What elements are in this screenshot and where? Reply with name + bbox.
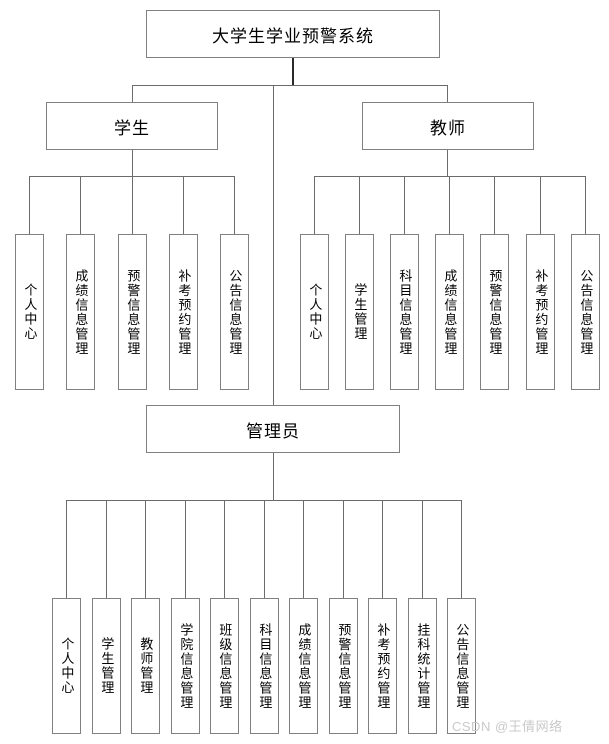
- connector-admin-bus: [66, 500, 461, 501]
- node-student-item-1[interactable]: 成绩信息管理: [66, 234, 95, 390]
- connector-student-drop-3: [183, 176, 184, 234]
- connector-student-drop-4: [234, 176, 235, 234]
- connector-admin-drop-7: [343, 500, 344, 598]
- watermark-csdn: CSDN @王倩网络: [452, 719, 563, 734]
- node-label: 科目信息管理: [257, 622, 273, 710]
- connector-admin-drop-1: [106, 500, 107, 598]
- node-admin-item-8[interactable]: 补考预约管理: [368, 598, 397, 734]
- connector-admin-drop-0: [66, 500, 67, 598]
- node-admin-item-6[interactable]: 成绩信息管理: [289, 598, 318, 734]
- node-label: 科目信息管理: [397, 268, 413, 356]
- connector-admin-stem: [273, 453, 274, 500]
- node-system-root[interactable]: 大学生学业预警系统: [146, 10, 440, 58]
- connector-root-stem: [292, 58, 294, 86]
- node-admin-item-2[interactable]: 教师管理: [131, 598, 160, 734]
- connector-admin-drop-9: [422, 500, 423, 598]
- node-label: 公告信息管理: [227, 268, 243, 356]
- connector-admin-drop-3: [185, 500, 186, 598]
- node-teacher-item-2[interactable]: 科目信息管理: [390, 234, 419, 390]
- node-label: 个人中心: [22, 283, 38, 341]
- connector-student-drop-2: [132, 176, 133, 234]
- node-teacher-item-5[interactable]: 补考预约管理: [526, 234, 555, 390]
- node-label: 成绩信息管理: [296, 622, 312, 710]
- node-label: 学生管理: [99, 637, 115, 695]
- node-teacher-item-0[interactable]: 个人中心: [300, 234, 329, 390]
- node-label: 教师: [430, 118, 466, 138]
- node-label: 补考预约管理: [176, 268, 192, 356]
- node-label: 补考预约管理: [533, 268, 549, 356]
- node-label: 个人中心: [59, 637, 75, 695]
- connector-admin-drop-2: [145, 500, 146, 598]
- connector-teacher-drop-2: [404, 176, 405, 234]
- node-label: 补考预约管理: [375, 622, 391, 710]
- connector-admin-drop-4: [224, 500, 225, 598]
- node-label: 大学生学业预警系统: [212, 26, 374, 46]
- node-label: 学生: [114, 118, 150, 138]
- node-admin-item-3[interactable]: 学院信息管理: [171, 598, 200, 734]
- node-admin-item-4[interactable]: 班级信息管理: [210, 598, 239, 734]
- node-label: 教师管理: [138, 637, 154, 695]
- connector-admin-drop-8: [382, 500, 383, 598]
- node-admin-item-7[interactable]: 预警信息管理: [329, 598, 358, 734]
- node-label: 预警信息管理: [336, 622, 352, 710]
- connector-teacher-drop-4: [494, 176, 495, 234]
- connector-student-drop-1: [80, 176, 81, 234]
- connector-teacher-drop-6: [585, 176, 586, 234]
- connector-student-stem: [132, 150, 133, 176]
- node-label: 挂科统计管理: [415, 622, 431, 710]
- node-label: 班级信息管理: [217, 622, 233, 710]
- connector-teacher-drop-3: [449, 176, 450, 234]
- node-label: 成绩信息管理: [442, 268, 458, 356]
- node-label: 预警信息管理: [125, 268, 141, 356]
- node-label: 学生管理: [352, 283, 368, 341]
- connector-teacher-drop-0: [314, 176, 315, 234]
- node-admin-item-9[interactable]: 挂科统计管理: [408, 598, 437, 734]
- node-admin-item-0[interactable]: 个人中心: [52, 598, 81, 734]
- node-label: 成绩信息管理: [73, 268, 89, 356]
- node-label: 公告信息管理: [454, 622, 470, 710]
- node-admin-item-5[interactable]: 科目信息管理: [250, 598, 279, 734]
- node-student-item-0[interactable]: 个人中心: [15, 234, 44, 390]
- node-teacher-item-1[interactable]: 学生管理: [345, 234, 374, 390]
- connector-admin-drop-10: [461, 500, 462, 598]
- connector-teacher-drop-5: [540, 176, 541, 234]
- node-role-student[interactable]: 学生: [46, 102, 218, 150]
- connector-admin-drop-5: [264, 500, 265, 598]
- node-teacher-item-4[interactable]: 预警信息管理: [480, 234, 509, 390]
- connector-student-drop-0: [29, 176, 30, 234]
- node-label: 公告信息管理: [578, 268, 594, 356]
- node-teacher-item-3[interactable]: 成绩信息管理: [435, 234, 464, 390]
- connector-drop-teacher: [447, 85, 448, 103]
- connector-root-to-admin: [273, 85, 274, 405]
- connector-level1-bus: [132, 85, 448, 86]
- node-label: 预警信息管理: [487, 268, 503, 356]
- node-student-item-3[interactable]: 补考预约管理: [169, 234, 198, 390]
- node-label: 管理员: [246, 421, 300, 441]
- connector-teacher-drop-1: [359, 176, 360, 234]
- node-teacher-item-6[interactable]: 公告信息管理: [571, 234, 600, 390]
- node-label: 学院信息管理: [178, 622, 194, 710]
- connector-admin-drop-6: [303, 500, 304, 598]
- connector-teacher-stem: [447, 150, 448, 176]
- node-label: 个人中心: [307, 283, 323, 341]
- node-student-item-2[interactable]: 预警信息管理: [118, 234, 147, 390]
- node-role-teacher[interactable]: 教师: [362, 102, 534, 150]
- connector-drop-student: [132, 85, 133, 103]
- connector-teacher-bus: [314, 176, 586, 177]
- node-student-item-4[interactable]: 公告信息管理: [220, 234, 249, 390]
- node-admin-item-10[interactable]: 公告信息管理: [447, 598, 476, 734]
- node-admin-item-1[interactable]: 学生管理: [92, 598, 121, 734]
- node-role-admin[interactable]: 管理员: [146, 405, 400, 453]
